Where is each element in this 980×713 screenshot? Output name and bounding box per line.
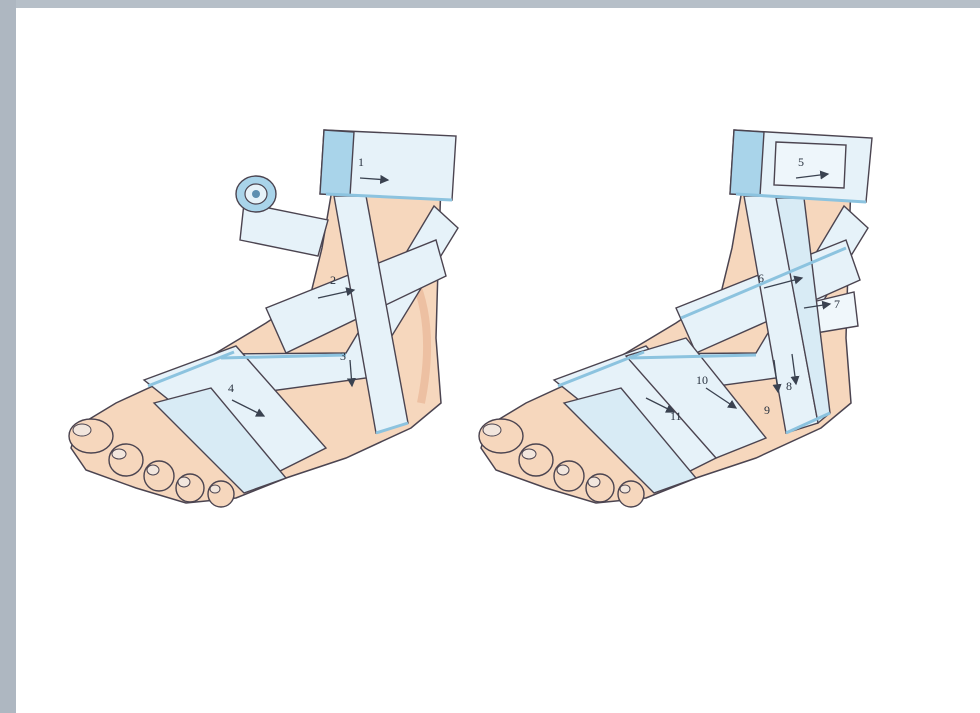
right-foot-panel: 5 6 7 8 9 10 11	[479, 130, 872, 507]
window-frame-top	[0, 0, 980, 8]
turn-label-10: 10	[696, 373, 708, 387]
turn-label-7: 7	[834, 297, 840, 311]
right-bandage	[554, 130, 872, 493]
turn-label-3: 3	[340, 349, 346, 363]
left-foot-panel: 1 2 3 4	[69, 130, 458, 507]
turn-label-5: 5	[798, 155, 804, 169]
bandaging-diagram: 1 2 3 4	[16, 8, 980, 713]
turn-label-2: 2	[330, 273, 336, 287]
window-frame-left	[0, 0, 16, 713]
turn-label-1: 1	[358, 155, 364, 169]
turn-label-9: 9	[764, 403, 770, 417]
turn-label-6: 6	[758, 271, 764, 285]
bandage-roll-icon	[236, 176, 276, 212]
illustration-canvas: 1 2 3 4	[16, 8, 980, 713]
turn-label-4: 4	[228, 381, 234, 395]
turn-label-8: 8	[786, 379, 792, 393]
